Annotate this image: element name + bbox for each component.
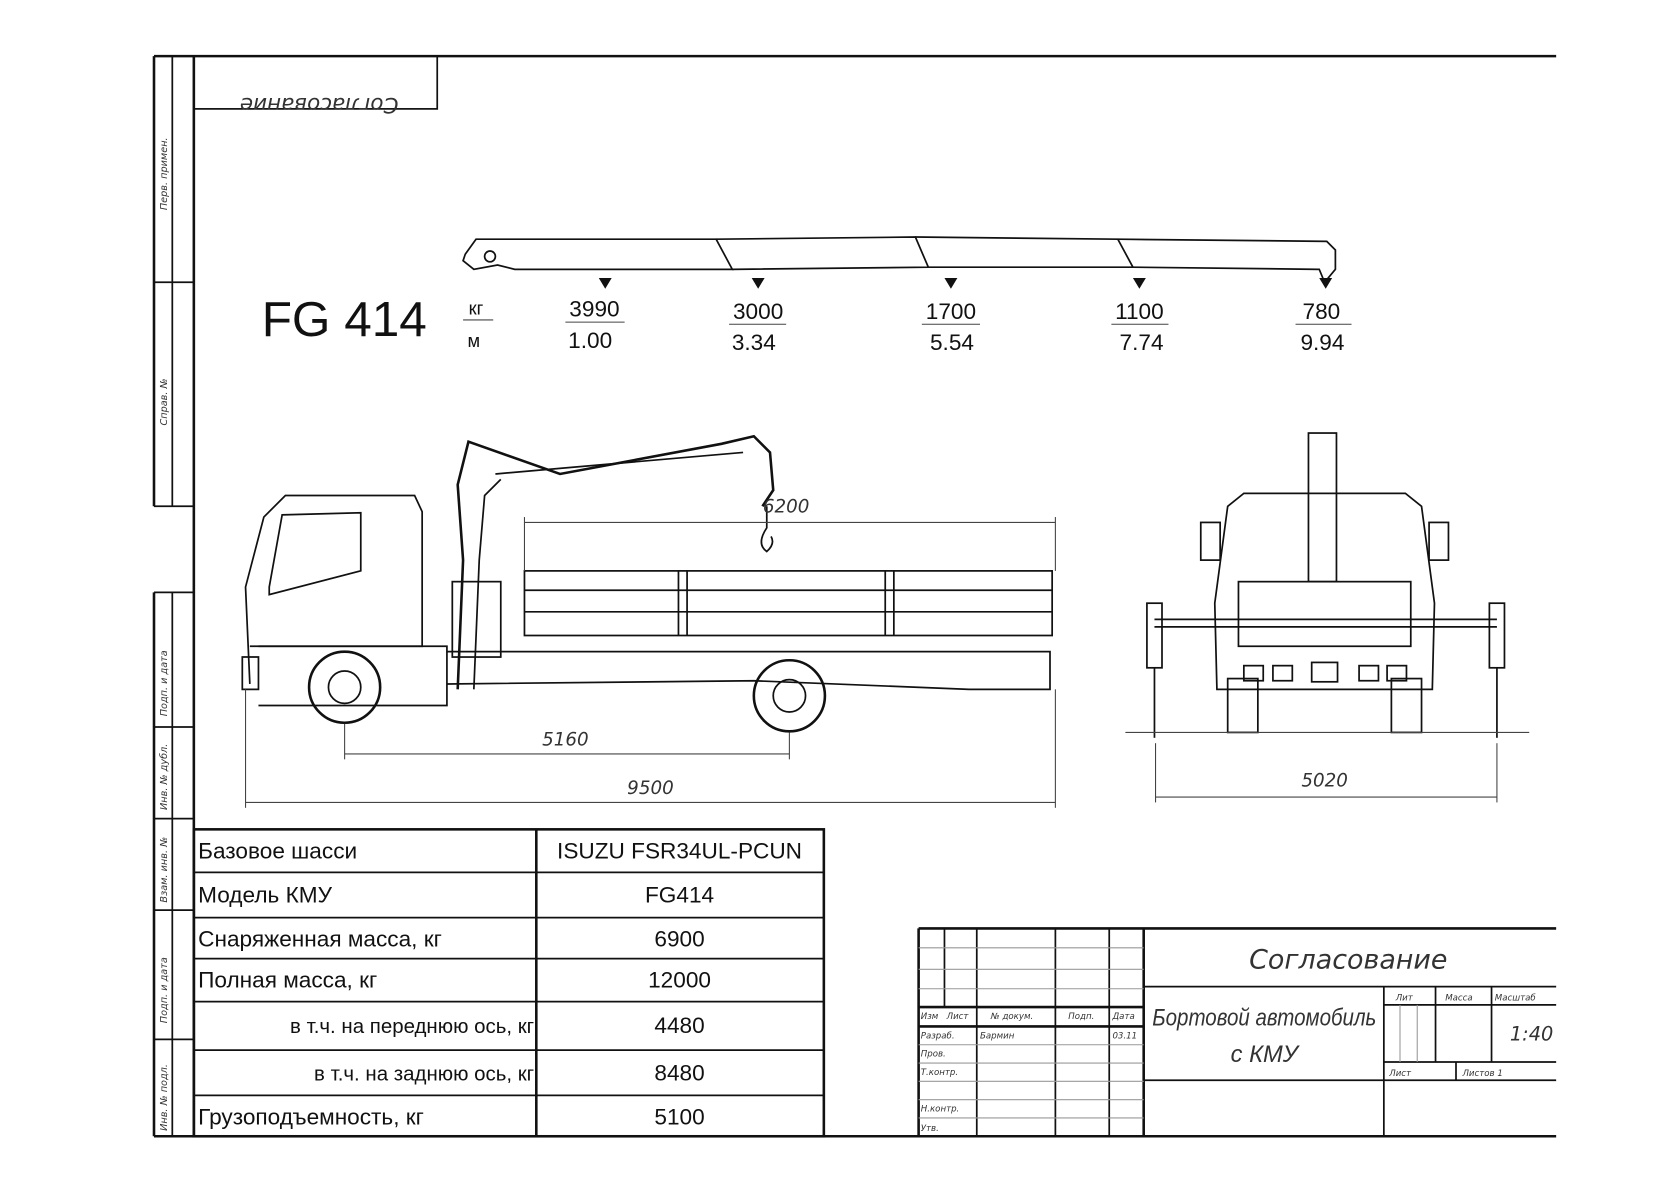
sheet-label: Лист (1388, 1069, 1412, 1079)
spec-value: 5100 (654, 1104, 704, 1129)
spec-label: Грузоподъемность, кг (198, 1104, 424, 1129)
spec-value: ISUZU FSR34UL-PCUN (557, 838, 802, 863)
load-marker-icon (1319, 277, 1333, 289)
scale-label: Масштаб (1495, 994, 1537, 1004)
title-block: Изм Лист № докум. Подп. Дата Разраб. Бар… (917, 927, 1557, 1137)
title-heading: Согласование (1249, 944, 1447, 975)
load-marker-icon (944, 277, 958, 289)
strip-label: Взам. инв. № (159, 837, 170, 903)
spec-table: Базовое шасси ISUZU FSR34UL-PCUN Модель … (192, 828, 826, 1138)
stamp-text: Согласование (240, 92, 399, 117)
lit-label: Лит (1395, 994, 1414, 1004)
spec-value: 4480 (654, 1013, 704, 1038)
mirrored-stamp: Согласование (192, 55, 439, 117)
spec-value: 12000 (648, 968, 711, 993)
dim-outrigger-span: 5020 (1301, 770, 1348, 791)
load-m: 3.34 (732, 330, 776, 355)
load-m: 5.54 (930, 330, 974, 355)
side-strip-labels: Перв. примен. Справ. № Подп. и дата Инв.… (158, 137, 170, 1131)
strip-label: Подп. и дата (159, 650, 170, 716)
col-list: Лист (946, 1012, 970, 1022)
role-approve: Утв. (921, 1124, 939, 1134)
role-dev: Разраб. (921, 1031, 955, 1041)
title-name-line2: с КМУ (1231, 1042, 1301, 1068)
side-view-dimensions: 6200 5160 9500 (245, 497, 1056, 808)
col-doc: № докум. (990, 1012, 1033, 1022)
strip-label: Справ. № (159, 378, 170, 425)
spec-value: 6900 (654, 927, 704, 952)
spec-label: Полная масса, кг (198, 968, 377, 993)
load-kg: 3990 (569, 297, 619, 322)
spec-label: Снаряженная масса, кг (198, 927, 442, 952)
load-kg: 780 (1303, 299, 1341, 324)
load-kg: 1700 (926, 299, 976, 324)
boom-diagram (462, 236, 1337, 289)
front-view-dimension: 5020 (1155, 743, 1498, 803)
load-chart: кг м 3990 1.00 3000 3.34 1700 5.54 1100 … (463, 297, 1352, 355)
spec-label: Модель КМУ (198, 883, 332, 908)
strip-label: Перв. примен. (159, 137, 170, 210)
title-name-line1: Бортовой автомобиль (1152, 1005, 1376, 1031)
unit-m: м (468, 330, 481, 351)
load-kg: 3000 (733, 299, 783, 324)
scale-value: 1:40 (1510, 1022, 1554, 1045)
col-sign: Подп. (1068, 1012, 1094, 1022)
load-marker-icon (751, 277, 765, 289)
strip-label: Инв. № подл. (159, 1064, 170, 1131)
sheets-label: Листов 1 (1461, 1069, 1502, 1079)
spec-label: Базовое шасси (198, 838, 357, 863)
model-title: FG 414 (262, 292, 427, 347)
truck-side-view (241, 434, 1054, 733)
truck-front-view (1125, 432, 1530, 738)
spec-value: 8480 (654, 1060, 704, 1085)
dim-body-length: 6200 (763, 497, 810, 518)
spec-value: FG414 (645, 883, 714, 908)
unit-kg: кг (469, 298, 484, 319)
role-check: Пров. (921, 1050, 946, 1060)
col-date: Дата (1111, 1012, 1134, 1022)
load-m: 9.94 (1300, 330, 1344, 355)
spec-label: в т.ч. на заднюю ось, кг (314, 1062, 534, 1085)
dev-date: 03.11 (1112, 1031, 1137, 1041)
dim-wheelbase: 5160 (542, 729, 589, 750)
col-izm: Изм (921, 1012, 939, 1022)
dev-name: Бармин (980, 1031, 1015, 1041)
load-m: 7.74 (1120, 330, 1164, 355)
load-kg: 1100 (1115, 299, 1164, 324)
strip-label: Подп. и дата (159, 957, 170, 1023)
role-tcontr: Т.контр. (921, 1068, 958, 1078)
load-m: 1.00 (568, 328, 612, 353)
role-ncontr: Н.контр. (921, 1105, 960, 1115)
spec-label: в т.ч. на переднюю ось, кг (290, 1015, 534, 1038)
dim-overall-length: 9500 (627, 778, 674, 799)
load-marker-icon (1132, 277, 1146, 289)
load-marker-icon (598, 277, 612, 289)
strip-label: Инв. № дубл. (158, 744, 170, 810)
mass-label: Масса (1445, 994, 1472, 1004)
